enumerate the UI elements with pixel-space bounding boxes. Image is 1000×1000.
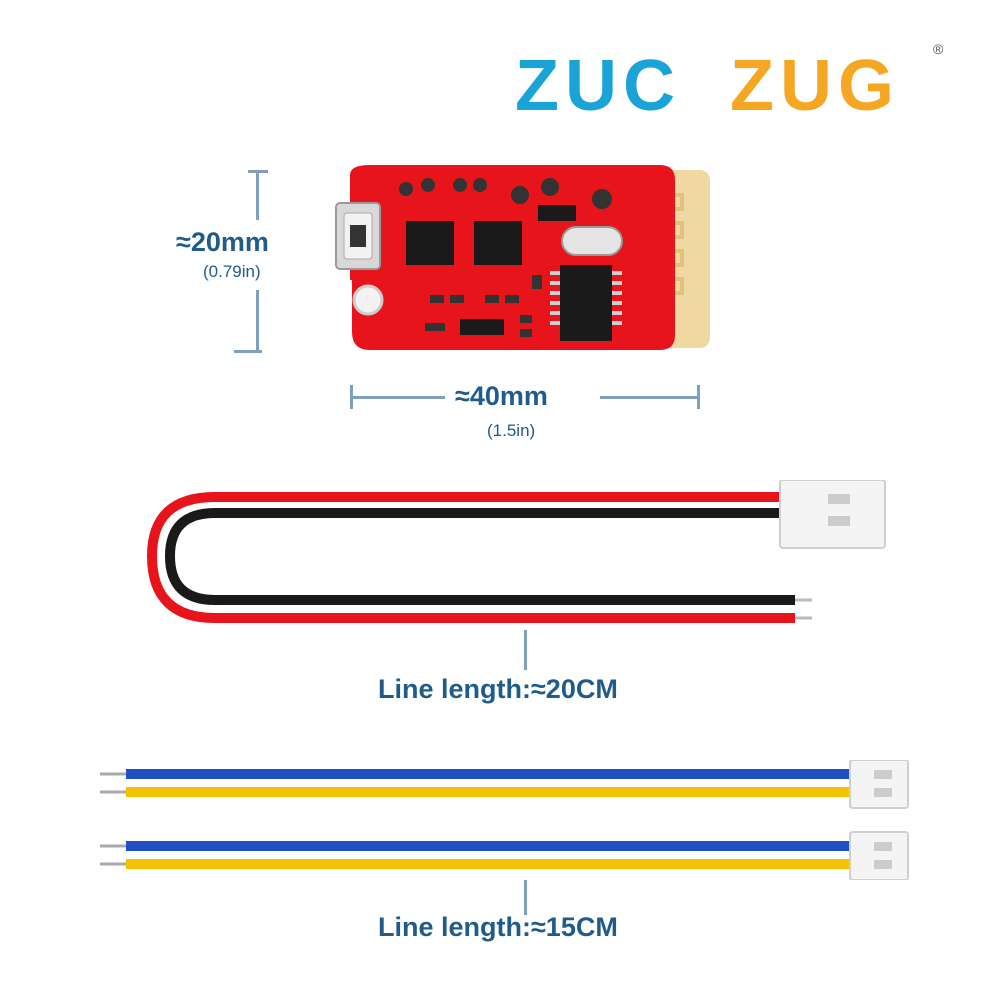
width-cap-right <box>697 385 700 409</box>
cable-red-black <box>140 479 900 630</box>
line-length-15cm: Line length:≈15CM <box>378 912 618 942</box>
width-value: ≈40mm <box>455 381 548 411</box>
bluetooth-amplifier-board <box>330 155 710 360</box>
mounting-hole <box>352 284 384 316</box>
line-length-20cm: Line length:≈20CM <box>378 674 618 704</box>
width-inch: (1.5in) <box>487 421 536 440</box>
connector-jst <box>779 479 886 549</box>
cable-set-1 <box>100 759 909 809</box>
bluetooth-chip <box>560 265 612 341</box>
cable-blue-yellow-pair <box>90 759 950 881</box>
brand-part1: ZUC <box>515 46 681 120</box>
registered-mark: ® <box>933 41 944 57</box>
height-line-bottom <box>256 290 259 350</box>
cable-set-2 <box>100 831 909 881</box>
height-value: ≈20mm <box>176 227 269 257</box>
amp-chip-right <box>474 221 522 265</box>
diode-1 <box>538 205 576 221</box>
amp-chip-left <box>406 221 454 265</box>
height-line-top <box>256 172 259 220</box>
guide-line-15cm <box>524 880 527 915</box>
height-cap-bottom <box>234 350 262 353</box>
brand-logo: ZUC ZUG ® <box>515 40 955 120</box>
height-cap-top <box>248 170 268 173</box>
crystal <box>561 226 623 256</box>
height-inch: (0.79in) <box>203 262 261 281</box>
brand-part2: ZUG <box>730 46 900 120</box>
wire-red <box>146 492 795 623</box>
diode-2 <box>460 319 504 335</box>
width-line-left <box>350 396 445 399</box>
wire-black <box>164 508 795 605</box>
width-line-right <box>600 396 698 399</box>
guide-line-20cm <box>524 630 527 670</box>
